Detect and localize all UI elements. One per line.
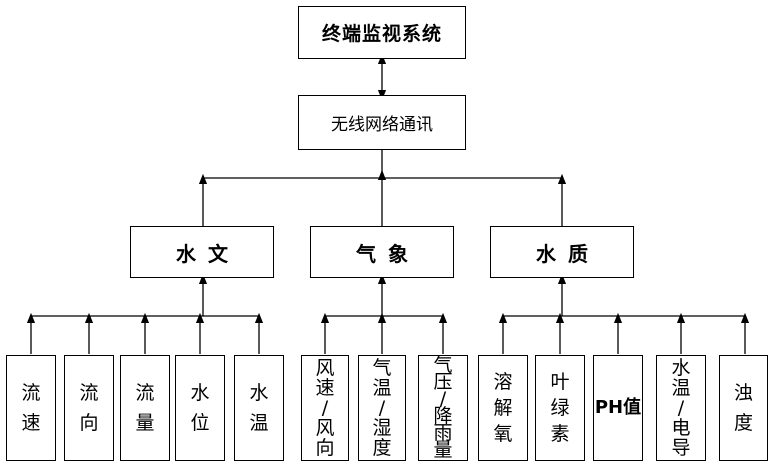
leaf-flow-speed: 流 速 xyxy=(6,355,56,461)
leaf-flow-volume: 流 量 xyxy=(120,355,170,461)
leaf-line: 量 xyxy=(433,439,453,461)
leaf-line: 速 xyxy=(21,412,41,434)
leaf-line: 位 xyxy=(190,412,210,434)
leaf-line: 绿 xyxy=(550,397,570,419)
leaf-line: 速 xyxy=(315,377,335,399)
leaf-line: 解 xyxy=(493,397,513,419)
leaf-line: 雨 xyxy=(433,422,453,444)
leaf-line: 氧 xyxy=(493,423,513,445)
leaf-line: 气 xyxy=(372,357,392,379)
leaf-line: 温 xyxy=(372,377,392,399)
leaf-turbidity: 浊 度 xyxy=(719,355,768,461)
leaf-line: 叶 xyxy=(550,371,570,393)
leaf-line: 导 xyxy=(671,437,691,459)
category-water-quality-box: 水质 xyxy=(490,226,634,278)
leaf-line: 量 xyxy=(135,412,155,434)
category-meteorology-box: 气象 xyxy=(310,226,454,278)
category-label: 气象 xyxy=(356,241,420,266)
leaf-line: / xyxy=(677,397,685,419)
wireless-network-label: 无线网络通讯 xyxy=(331,115,433,135)
leaf-wind: 风 速 / 风 向 xyxy=(301,355,349,461)
leaf-line: 水 xyxy=(190,382,210,404)
leaf-line: / xyxy=(378,397,386,419)
leaf-line: 湿 xyxy=(372,417,392,439)
category-hydrology-box: 水文 xyxy=(130,226,274,278)
leaf-line: 度 xyxy=(372,437,392,459)
leaf-temp-conductivity: 水 温 / 电 导 xyxy=(656,355,706,461)
terminal-monitor-box: 终端监视系统 xyxy=(298,6,466,59)
category-label: 水文 xyxy=(176,241,240,266)
leaf-line: 压 xyxy=(433,371,453,393)
leaf-dissolved-oxygen: 溶 解 氧 xyxy=(478,355,528,461)
leaf-line: 素 xyxy=(550,423,570,445)
leaf-ph: PH值 xyxy=(593,355,643,461)
leaf-line: 水 xyxy=(249,382,269,404)
leaf-line: 风 xyxy=(315,357,335,379)
leaf-line: 温 xyxy=(249,412,269,434)
leaf-line: 流 xyxy=(135,382,155,404)
leaf-line: 降 xyxy=(433,405,453,427)
leaf-water-temp: 水 温 xyxy=(234,355,284,461)
leaf-line: PH值 xyxy=(594,397,642,418)
leaf-line: 流 xyxy=(21,382,41,404)
leaf-line: 水 xyxy=(671,357,691,379)
leaf-line: 溶 xyxy=(493,371,513,393)
leaf-line: 向 xyxy=(315,437,335,459)
terminal-monitor-label: 终端监视系统 xyxy=(321,23,442,45)
leaf-line: 浊 xyxy=(733,382,753,404)
leaf-line: 度 xyxy=(733,412,753,434)
category-label: 水质 xyxy=(536,241,600,266)
leaf-chlorophyll: 叶 绿 素 xyxy=(535,355,585,461)
leaf-line: / xyxy=(439,388,447,410)
leaf-line: 向 xyxy=(79,412,99,434)
leaf-pressure-rain: 气 压 / 降 雨 量 xyxy=(418,355,468,461)
leaf-line: / xyxy=(321,397,329,419)
leaf-line: 气 xyxy=(433,354,453,376)
leaf-line: 电 xyxy=(671,417,691,439)
leaf-line: 风 xyxy=(315,417,335,439)
leaf-line: 温 xyxy=(671,377,691,399)
leaf-line: 流 xyxy=(79,382,99,404)
wireless-network-box: 无线网络通讯 xyxy=(298,95,466,150)
leaf-flow-direction: 流 向 xyxy=(64,355,114,461)
leaf-water-level: 水 位 xyxy=(175,355,225,461)
leaf-temp-humidity: 气 温 / 湿 度 xyxy=(358,355,406,461)
